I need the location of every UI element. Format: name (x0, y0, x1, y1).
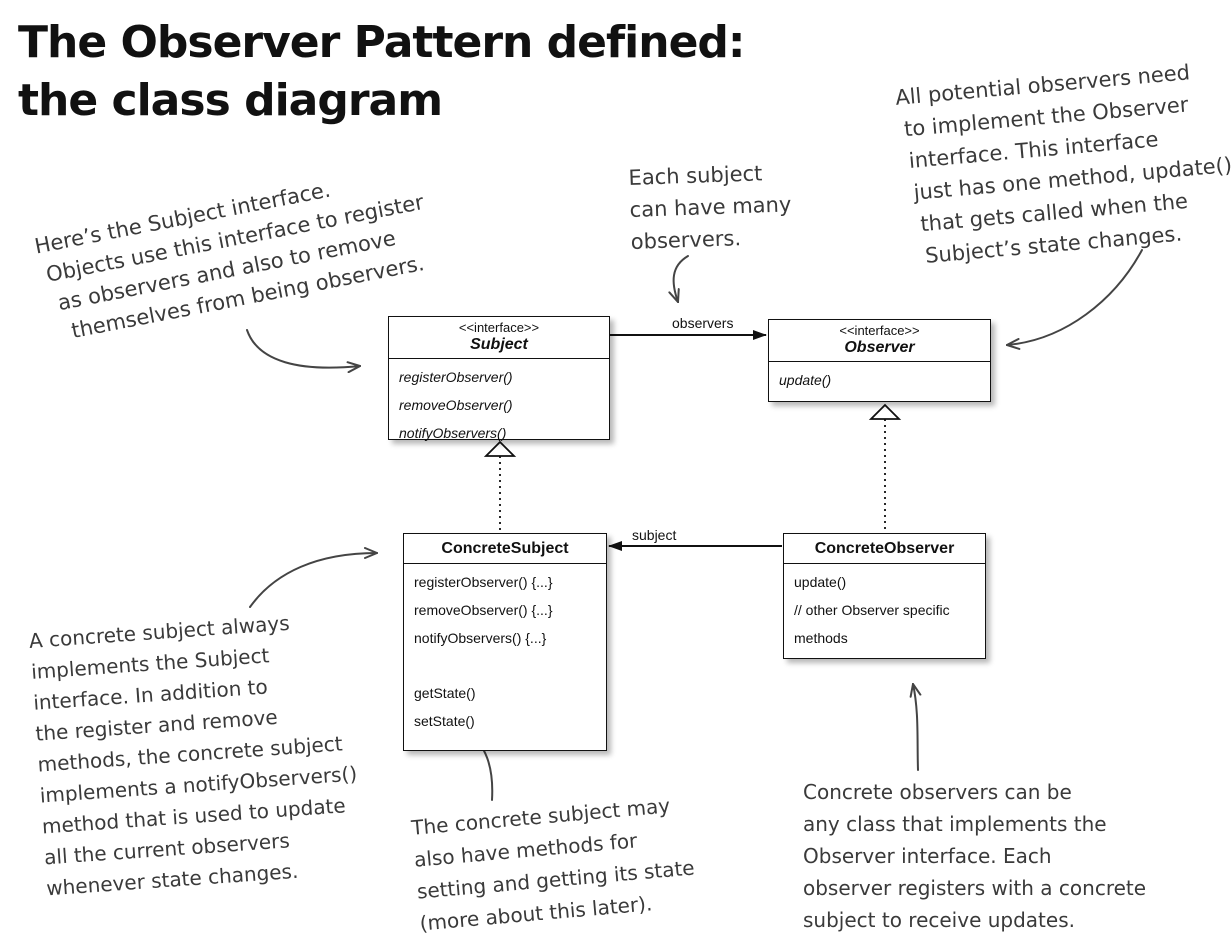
concrete-subject-note-arrow (249, 553, 377, 608)
observer-stereotype: <<interface>> (839, 323, 920, 338)
concrete-subject-method: registerObserver() {...} (414, 574, 553, 590)
observer-interface-note: All potential observers need to implemen… (894, 53, 1231, 274)
subject-method: notifyObservers() (399, 425, 507, 441)
note-line: observer registers with a concrete (803, 876, 1147, 900)
note-line: subject to receive updates. (803, 908, 1075, 932)
concrete-subject-method: removeObserver() {...} (414, 602, 553, 618)
concrete-subject-note: A concrete subject always implements the… (28, 604, 365, 904)
many-observers-note-arrow (674, 255, 689, 302)
subject-class-name: Subject (470, 336, 528, 353)
concrete-subject-class-name: ConcreteSubject (441, 540, 569, 557)
note-line: observers. (630, 226, 742, 254)
subject-method: removeObserver() (399, 397, 513, 413)
subject-realization-triangle (483, 440, 517, 457)
subject-methods: registerObserver() removeObserver() noti… (389, 359, 609, 447)
diagram-title: The Observer Pattern defined: the class … (18, 14, 745, 130)
concrete-observer-method: // other Observer specific (794, 602, 950, 618)
concrete-observer-methods: update() // other Observer specific meth… (784, 564, 985, 652)
concrete-observers-note-arrow (913, 684, 918, 771)
subject-stereotype: <<interface>> (458, 320, 540, 335)
observer-note-arrow (1007, 249, 1143, 345)
concrete-observer-method: update() (794, 574, 847, 590)
concrete-observer-method: methods (794, 630, 848, 646)
note-line: Concrete observers can be (803, 780, 1072, 804)
concrete-subject-method: setState() (414, 713, 475, 729)
subject-header: <<interface>> Subject (389, 317, 609, 359)
title-line-2: the class diagram (18, 75, 443, 126)
observers-association-label: observers (672, 315, 734, 331)
concrete-subject-header: ConcreteSubject (404, 534, 606, 564)
observer-class-name: Observer (844, 339, 915, 356)
note-line: can have many (629, 192, 792, 222)
note-line: Observer interface. Each (803, 844, 1052, 868)
many-observers-note: Each subject can have many observers. (628, 156, 793, 258)
subject-interface-box: <<interface>> Subject registerObserver()… (388, 316, 610, 441)
subject-association-label: subject (632, 527, 677, 543)
state-methods-note: The concrete subject may also have metho… (410, 788, 699, 940)
observer-header: <<interface>> Observer (769, 320, 990, 362)
concrete-observers-note: Concrete observers can be any class that… (803, 776, 1146, 936)
subject-note-arrow (246, 329, 360, 368)
concrete-subject-method: getState() (414, 685, 476, 701)
concrete-observer-class-name: ConcreteObserver (814, 540, 955, 557)
concrete-observer-box: ConcreteObserver update() // other Obser… (783, 533, 986, 659)
subject-method: registerObserver() (399, 369, 513, 385)
observer-method: update() (779, 372, 832, 388)
note-line: any class that implements the (803, 812, 1107, 836)
concrete-subject-method: notifyObservers() {...} (414, 630, 547, 646)
concrete-subject-methods: registerObserver() {...} removeObserver(… (404, 564, 606, 735)
observer-interface-box: <<interface>> Observer update() (768, 319, 991, 402)
observer-methods: update() (769, 362, 990, 394)
concrete-observer-header: ConcreteObserver (784, 534, 985, 564)
title-line-1: The Observer Pattern defined: (18, 17, 745, 68)
concrete-subject-box: ConcreteSubject registerObserver() {...}… (403, 533, 607, 751)
observer-realization-triangle (868, 403, 902, 420)
